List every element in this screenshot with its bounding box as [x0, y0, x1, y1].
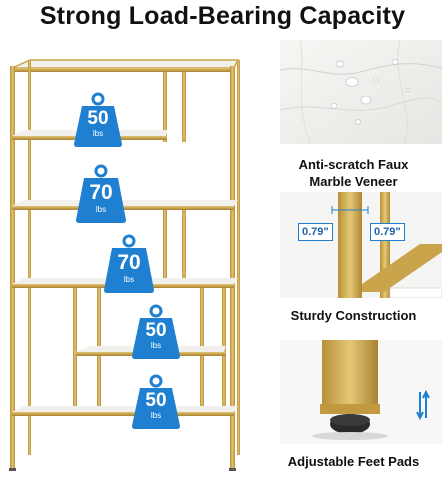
- feature-caption-feet: Adjustable Feet Pads: [287, 454, 420, 469]
- weight-unit: lbs: [92, 129, 104, 138]
- page-title: Strong Load-Bearing Capacity: [39, 2, 406, 30]
- up-down-arrow-icon: [416, 390, 430, 420]
- marble-veneer-image: [280, 40, 442, 144]
- weight-icon: [76, 164, 126, 223]
- weight-tag-second: 70 lbs: [74, 164, 128, 224]
- weight-value: 50: [145, 320, 167, 341]
- weight-tag-bottom: 50 lbs: [130, 374, 182, 430]
- weight-icon: [132, 374, 180, 429]
- bookshelf-illustration: 50 lbs 70 lbs 70 lbs 50 lbs 50 lbs: [0, 48, 262, 478]
- caption-line: Marble Veneer: [309, 174, 398, 189]
- caption-line: Anti-scratch Faux: [298, 157, 409, 172]
- weight-tag-fourth: 50 lbs: [130, 304, 182, 360]
- frame-closeup: [280, 192, 442, 298]
- dimension-label-right: 0.79": [370, 223, 405, 241]
- weight-unit: lbs: [95, 205, 107, 214]
- weight-unit: lbs: [150, 341, 162, 350]
- weight-icon: [104, 234, 154, 293]
- foot-closeup: [280, 340, 442, 444]
- weight-icon: [132, 304, 180, 359]
- weight-unit: lbs: [150, 411, 162, 420]
- weight-icon: [74, 92, 122, 147]
- weight-value: 70: [117, 251, 141, 274]
- feature-caption-sturdy: Sturdy Construction: [290, 308, 417, 323]
- weight-value: 50: [87, 108, 109, 129]
- weight-value: 50: [145, 390, 167, 411]
- sturdy-construction-image: 0.79" 0.79": [280, 192, 442, 298]
- weight-tag-middle: 70 lbs: [102, 234, 156, 294]
- dimension-label-left: 0.79": [298, 223, 333, 241]
- feet-pads-image: [280, 340, 442, 444]
- feature-caption-marble: Anti-scratch Faux Marble Veneer: [262, 156, 445, 190]
- marble-texture: [280, 40, 442, 144]
- weight-unit: lbs: [123, 275, 135, 284]
- weight-value: 70: [89, 181, 113, 204]
- weight-tag-top: 50 lbs: [72, 92, 124, 148]
